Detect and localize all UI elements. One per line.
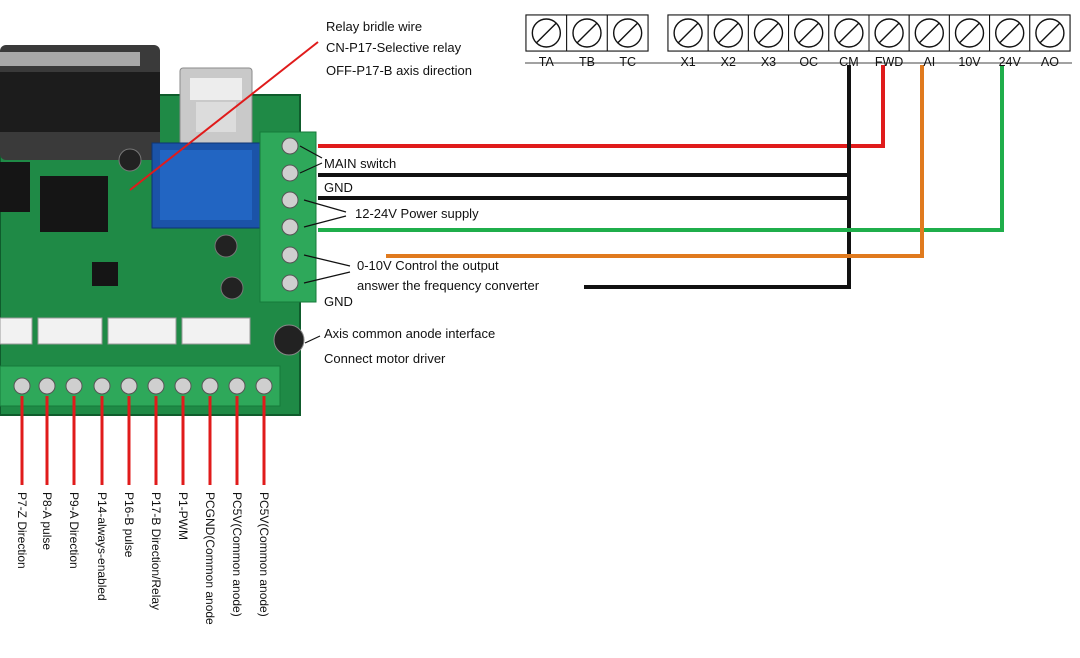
- terminal-screw-cm: [828, 14, 870, 52]
- pin-label: P17-B Direction/Relay: [149, 492, 163, 610]
- terminal-screw-tb: [566, 14, 608, 52]
- label-control-line2: answer the frequency converter: [357, 278, 540, 293]
- wire-green-24v: [318, 65, 1004, 232]
- breakout-board: [0, 45, 317, 416]
- label-gnd-top: GND: [324, 180, 353, 195]
- capacitor: [118, 148, 142, 172]
- relay-pointer-line: [129, 41, 319, 191]
- capacitor: [220, 276, 244, 300]
- pin-screw: [228, 377, 246, 395]
- pin-label: P9-A Direction: [67, 492, 81, 569]
- terminal-strip-right: [667, 14, 1071, 52]
- terminal-screw-10v: [948, 14, 991, 52]
- db25-connector: [0, 45, 160, 160]
- bottom-pin-labels: P7-Z Direction P8-A pulse P9-A Direction P1…: [15, 492, 271, 625]
- terminal-screw-x1: [667, 14, 709, 52]
- pin-label: P8-A pulse: [40, 492, 54, 550]
- relay-note-line3: OFF-P17-B axis direction: [326, 63, 472, 78]
- label-control-line1: 0-10V Control the output: [357, 258, 499, 273]
- pin-label: P1-PWM: [176, 492, 190, 540]
- pin-screw: [147, 377, 165, 395]
- terminal-label-ta: TA: [539, 55, 555, 69]
- terminal-label-fwd: FWD: [875, 55, 903, 69]
- terminal-label-tb: TB: [579, 55, 595, 69]
- terminal-screw-x3: [747, 14, 790, 52]
- pin-screw: [13, 377, 31, 395]
- terminal-labels: TA TB TC X1 X2 X3 OC CM FWD AI 10V 24V AO: [539, 55, 1059, 69]
- label-gnd-bottom: GND: [324, 294, 353, 309]
- pin-label: P7-Z Direction: [15, 492, 29, 569]
- capacitor: [214, 234, 238, 258]
- right-terminal-block: [259, 131, 317, 303]
- label-main-switch: MAIN switch: [324, 156, 396, 171]
- axis-headers: [0, 317, 251, 345]
- terminal-label-tc: TC: [619, 55, 636, 69]
- pin-screw: [65, 377, 83, 395]
- terminal-label-x1: X1: [680, 55, 695, 69]
- wire-orange-ai: [386, 65, 924, 258]
- pin-label: P16-B pulse: [122, 492, 136, 558]
- relay-note-line1: Relay bridle wire: [326, 19, 422, 34]
- pin-screw: [93, 377, 111, 395]
- pin-screw: [201, 377, 219, 395]
- usb-port: [179, 67, 253, 147]
- terminal-label-ao: AO: [1041, 55, 1059, 69]
- relay-note-line2: CN-P17-Selective relay: [326, 40, 462, 55]
- pin-label: PCGND(Common anode: [203, 492, 217, 625]
- terminal-screw-ta: [525, 14, 568, 52]
- terminal-label-ai: AI: [923, 55, 935, 69]
- label-axis-line1: Axis common anode interface: [324, 326, 495, 341]
- relay: [151, 142, 261, 229]
- ic-chips: [0, 162, 118, 286]
- terminal-screw-24v: [989, 14, 1031, 52]
- terminal-screw-oc: [788, 14, 830, 52]
- terminal-screw-x2: [707, 14, 749, 52]
- wire-black-cm: [584, 65, 851, 289]
- terminal-screw-tc: [606, 14, 649, 52]
- pin-label: P14-always-enabled: [95, 492, 109, 601]
- label-power-supply: 12-24V Power supply: [355, 206, 479, 221]
- annotations: Relay bridle wire CN-P17-Selective relay…: [324, 19, 540, 366]
- pin-label: PC5V(Common anode): [230, 492, 244, 617]
- pin-screw: [174, 377, 192, 395]
- capacitor: [273, 324, 305, 356]
- terminal-label-x3: X3: [761, 55, 776, 69]
- pin-label: PC5V(Common anode): [257, 492, 271, 617]
- pin-screw: [255, 377, 273, 395]
- pin-screw: [120, 377, 138, 395]
- terminal-label-10v: 10V: [958, 55, 981, 69]
- terminal-label-oc: OC: [799, 55, 818, 69]
- wires: [20, 41, 1004, 485]
- label-axis-line2: Connect motor driver: [324, 351, 446, 366]
- terminal-screw-fwd: [868, 14, 910, 52]
- terminal-screw-ai: [908, 14, 950, 52]
- terminal-strip-left: [525, 14, 649, 52]
- terminal-label-x2: X2: [721, 55, 736, 69]
- terminal-screw-ao: [1029, 14, 1071, 52]
- pin-screw: [38, 377, 56, 395]
- wire-red-fwd: [318, 65, 885, 148]
- terminal-label-24v: 24V: [999, 55, 1022, 69]
- terminal-label-cm: CM: [839, 55, 858, 69]
